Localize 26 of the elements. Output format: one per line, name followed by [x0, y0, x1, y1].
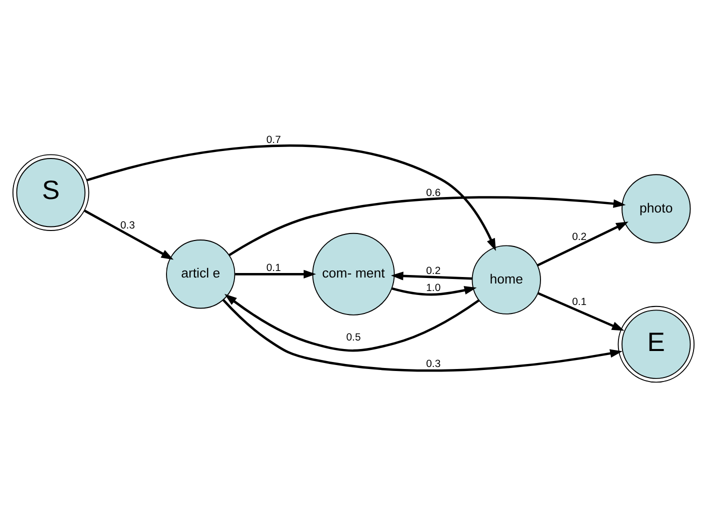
edge-label: 0.3: [120, 220, 135, 231]
edge-label: 0.5: [346, 332, 361, 343]
arrow: [84, 209, 174, 260]
node-circle: articl e: [166, 239, 236, 308]
arrow: [537, 221, 628, 266]
arrow: [235, 269, 316, 278]
arrow: [222, 298, 622, 372]
edge-label: 0.7: [266, 134, 281, 146]
node-circle: com- ment: [312, 232, 395, 315]
node-circle: home: [472, 244, 541, 314]
edge-label: 0.1: [266, 262, 281, 274]
arrow: [224, 293, 480, 352]
edge-label: 0.2: [572, 231, 587, 242]
arrow: [86, 144, 496, 250]
edge-label: 0.1: [572, 296, 587, 308]
edge-label: 0.2: [426, 265, 441, 276]
arrow: [538, 292, 624, 330]
arrow: [392, 286, 477, 296]
edge-label: 0.6: [426, 188, 441, 199]
arrow: [228, 196, 626, 256]
node-circle: E: [618, 305, 695, 382]
node-circle: photo: [622, 174, 691, 243]
arrow: [390, 271, 472, 280]
node-circle: S: [12, 154, 90, 230]
edge-label: 0.3: [426, 358, 441, 370]
edge-label: 1.0: [426, 282, 441, 294]
